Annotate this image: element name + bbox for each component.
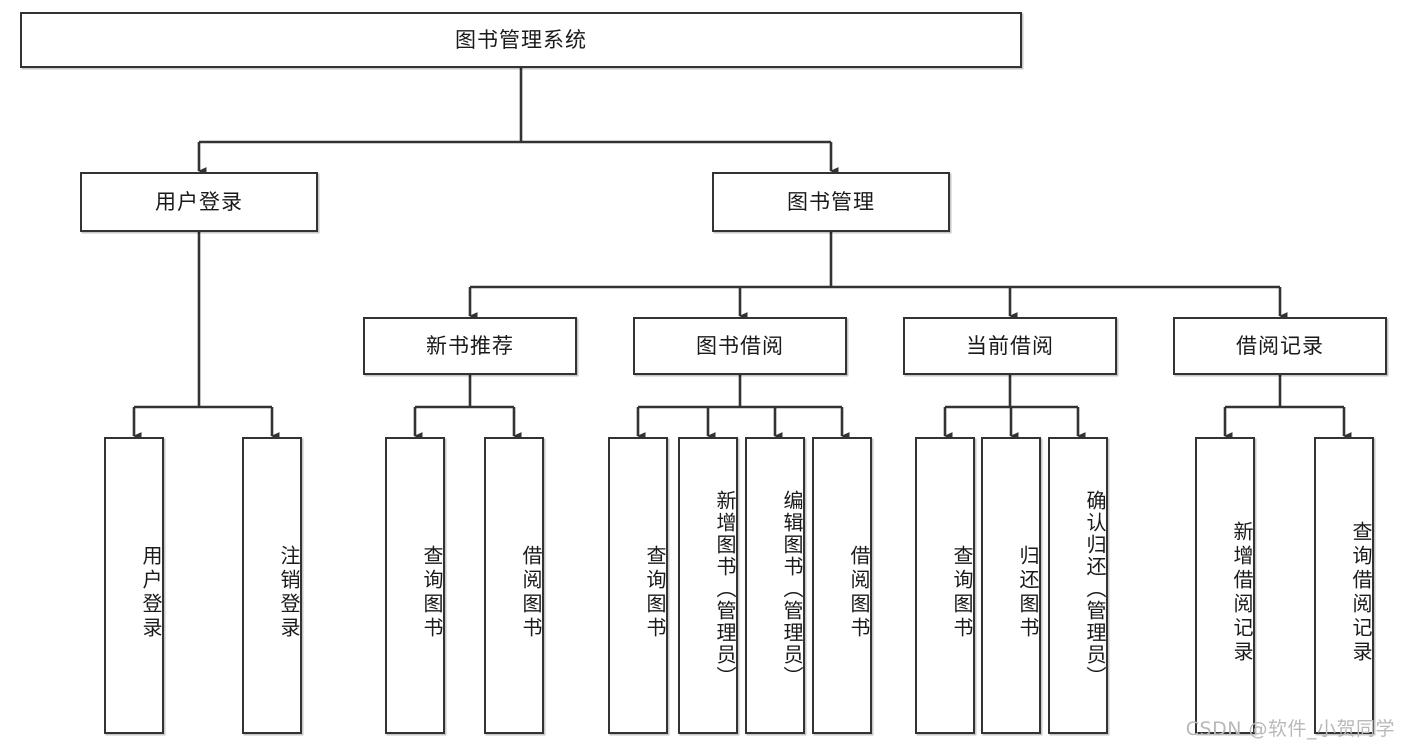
- node-borrow-record[interactable]: 借阅记录: [1173, 317, 1387, 375]
- node-label: 当前借阅: [966, 333, 1054, 358]
- node-label: 注销登录: [277, 544, 301, 641]
- node-label: 新增借阅记录: [1230, 520, 1254, 665]
- node-label: 借阅记录: [1236, 333, 1324, 358]
- node-label: 图书管理: [787, 189, 875, 214]
- node-leaf-query-book-rec[interactable]: 查询图书: [385, 437, 445, 734]
- node-label: 查询图书: [643, 544, 667, 641]
- node-leaf-add-book-admin[interactable]: 新增图书（管理员）: [678, 437, 738, 734]
- node-leaf-edit-book-admin[interactable]: 编辑图书（管理员）: [745, 437, 805, 734]
- node-root[interactable]: 图书管理系统: [20, 12, 1022, 68]
- node-current-borrow[interactable]: 当前借阅: [903, 317, 1117, 375]
- node-label: 图书管理系统: [455, 27, 587, 52]
- node-label: 新增图书（管理员）: [713, 489, 737, 688]
- node-leaf-return-book[interactable]: 归还图书: [981, 437, 1041, 734]
- node-leaf-user-login[interactable]: 用户登录: [104, 437, 164, 734]
- node-label: 查询图书: [420, 544, 444, 641]
- node-label: 借阅图书: [847, 544, 871, 641]
- node-leaf-query-book-3[interactable]: 查询图书: [915, 437, 975, 734]
- node-label: 图书借阅: [696, 333, 784, 358]
- node-leaf-borrow-book-rec[interactable]: 借阅图书: [484, 437, 544, 734]
- node-label: 确认归还（管理员）: [1083, 489, 1107, 688]
- node-leaf-query-book-2[interactable]: 查询图书: [608, 437, 668, 734]
- node-leaf-logout[interactable]: 注销登录: [242, 437, 302, 734]
- node-leaf-confirm-return-admin[interactable]: 确认归还（管理员）: [1048, 437, 1108, 734]
- node-leaf-add-borrow-record[interactable]: 新增借阅记录: [1195, 437, 1255, 734]
- csdn-watermark: CSDN @软件_小贺同学: [1185, 718, 1395, 740]
- node-label: 查询图书: [950, 544, 974, 641]
- node-label: 编辑图书（管理员）: [780, 489, 804, 688]
- node-label: 新书推荐: [426, 333, 514, 358]
- node-label: 借阅图书: [519, 544, 543, 641]
- node-new-book-rec[interactable]: 新书推荐: [363, 317, 577, 375]
- node-book-manage[interactable]: 图书管理: [712, 172, 950, 232]
- node-label: 用户登录: [155, 189, 243, 214]
- node-book-borrow[interactable]: 图书借阅: [633, 317, 847, 375]
- node-label: 查询借阅记录: [1349, 520, 1373, 665]
- node-label: 用户登录: [139, 544, 163, 641]
- node-label: 归还图书: [1016, 544, 1040, 641]
- node-leaf-query-borrow-record[interactable]: 查询借阅记录: [1314, 437, 1374, 734]
- node-leaf-borrow-book-2[interactable]: 借阅图书: [812, 437, 872, 734]
- node-user-login[interactable]: 用户登录: [80, 172, 318, 232]
